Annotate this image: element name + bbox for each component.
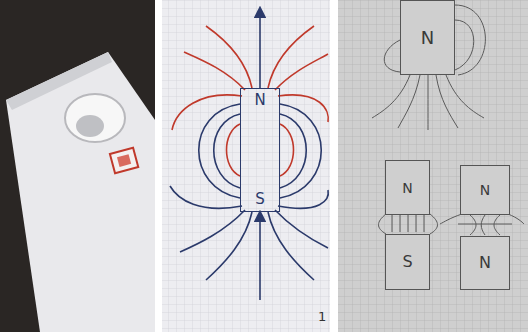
magnet-box: N — [460, 236, 510, 290]
pole-label: S — [255, 192, 265, 207]
magnet-box: N — [385, 160, 430, 215]
photo — [0, 0, 155, 332]
figure-number: 1 — [318, 310, 326, 323]
pole-label: N — [480, 183, 490, 197]
field-drawing — [162, 0, 330, 332]
pencil-sketch — [338, 0, 528, 332]
magnet-box: S — [385, 234, 430, 290]
pole-label: N — [421, 29, 434, 47]
magnet-box: N — [400, 0, 455, 75]
pole-label: S — [402, 254, 412, 270]
pole-label: N — [254, 93, 265, 108]
pole-label: N — [479, 255, 491, 271]
magnet-box: NS — [240, 88, 280, 212]
magnet-box: N — [460, 165, 510, 215]
pole-label: N — [402, 181, 412, 195]
